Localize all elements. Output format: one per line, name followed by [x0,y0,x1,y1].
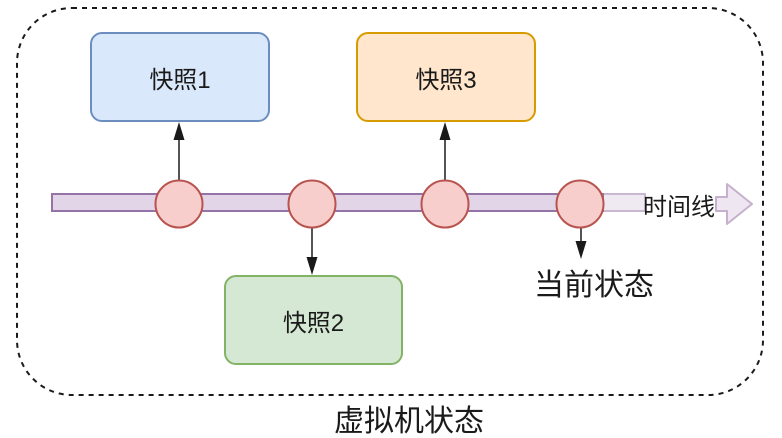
snapshot3-box: 快照3 [356,32,536,122]
connector-node3-arrowhead-icon [439,122,451,140]
snapshot1-box: 快照1 [90,32,270,122]
connector-node4-arrowhead-icon [575,241,587,259]
vm-state-dashed-boundary [16,7,764,396]
snapshot2-box: 快照2 [224,275,403,365]
timeline-node-1 [154,179,204,229]
timeline-label: 时间线 [643,193,715,221]
connector-node1-arrowhead-icon [173,122,185,140]
snapshot3-label: 快照3 [415,66,477,94]
timeline-bar-faded-tail [602,193,646,212]
vm-state-caption: 虚拟机状态 [334,405,484,438]
timeline-arrowhead-icon [715,183,753,225]
current-state-label: 当前状态 [534,269,654,302]
timeline-node-3 [420,179,470,229]
connector-node2-arrowhead-icon [306,257,318,275]
snapshot2-label: 快照2 [282,309,345,337]
snapshot1-label: 快照1 [149,66,211,94]
timeline-node-4 [555,179,605,229]
timeline-node-2 [287,179,337,229]
